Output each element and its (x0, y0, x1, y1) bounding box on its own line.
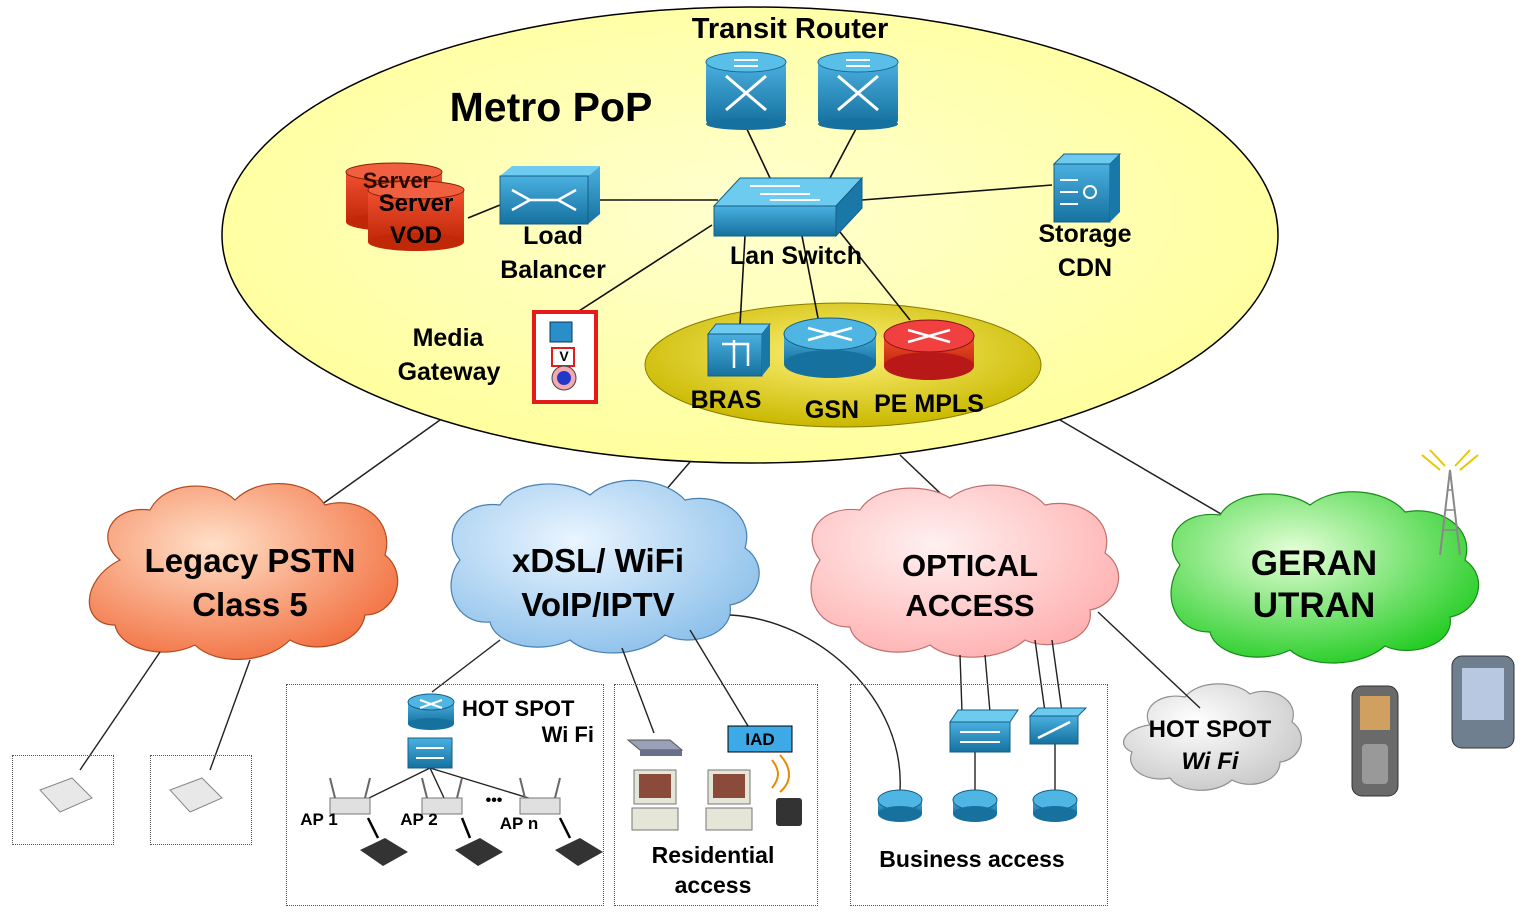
load-balancer-icon (499, 166, 600, 225)
xdsl-label-1: xDSL/ WiFi (511, 542, 685, 579)
hotspot-switch-icon (407, 737, 453, 769)
hotspot-cloud-label-1: HOT SPOT (1148, 716, 1272, 743)
iad-box (727, 725, 793, 753)
pe-mpls-router-icon (883, 319, 975, 380)
media-gateway-label-2: Gateway (397, 358, 501, 386)
hotspot-cloud-label-2: Wi Fi (1181, 748, 1239, 775)
iad-label: IAD (745, 730, 775, 749)
storage-cdn-icon (1052, 153, 1122, 223)
media-gateway-v-label: V (559, 348, 569, 364)
residential-access-box (614, 684, 818, 906)
media-gateway-icon (532, 310, 598, 404)
residential-label-2: access (674, 872, 752, 898)
business-access-label: Business access (879, 846, 1065, 872)
hotspot-label-2: Wi Fi (541, 722, 594, 747)
residential-label-1: Residential (651, 842, 775, 868)
optical-cloud (810, 484, 1120, 658)
pe-mpls-label: PE MPLS (874, 390, 984, 418)
modem-icon (626, 739, 684, 756)
lan-switch-label: Lan Switch (730, 242, 862, 270)
server-front-label: Server (378, 190, 454, 217)
optical-label-1: OPTICAL (901, 548, 1039, 583)
ap2-label: AP 2 (400, 810, 438, 829)
optical-label-2: ACCESS (905, 588, 1035, 623)
vod-server-icon (345, 162, 465, 251)
transit-router-2-icon (817, 51, 899, 130)
media-gateway-label-1: Media (412, 324, 484, 352)
geran-cloud (1170, 491, 1480, 664)
xdsl-label-2: VoIP/IPTV (521, 586, 675, 623)
cell-tower-icon (1421, 449, 1479, 556)
phone-icon (771, 754, 802, 826)
gsn-label: GSN (804, 396, 860, 424)
server-back-label: Server (362, 168, 432, 193)
pstn-cloud (88, 482, 399, 661)
apn-label: AP n (499, 814, 539, 833)
storage-label-1: Storage (1038, 220, 1132, 248)
lan-switch-icon (712, 176, 864, 238)
pc-icons (631, 769, 753, 831)
business-switch-icon (949, 709, 1019, 753)
access-point-icons (329, 777, 561, 815)
legacy-phone-box-1 (12, 755, 114, 845)
access-lines (79, 611, 1201, 801)
ap-ellipsis-label: ••• (485, 792, 503, 809)
load-balancer-label-1: Load (523, 222, 583, 250)
hotspot-cloud (1123, 683, 1302, 791)
business-optical-icon (1028, 707, 1088, 745)
hotspot-router-icon (407, 693, 455, 730)
business-router-icons (877, 789, 1078, 822)
pstn-label-2: Class 5 (192, 586, 308, 623)
pstn-label-1: Legacy PSTN (144, 542, 356, 579)
gsn-router-icon (783, 317, 877, 378)
bras-label: BRAS (690, 386, 762, 414)
hotspot-label-1: HOT SPOT (462, 696, 575, 721)
legacy-phone-box-2 (150, 755, 252, 845)
geran-label-2: UTRAN (1252, 586, 1376, 625)
wifi-laptop-icons (360, 817, 603, 866)
transit-router-1-icon (705, 51, 787, 130)
pda-icon (1451, 655, 1515, 749)
load-balancer-label-2: Balancer (500, 256, 606, 284)
legacy-phone-icons (39, 777, 223, 813)
storage-label-2: CDN (1057, 254, 1113, 282)
xdsl-cloud (450, 479, 760, 654)
bras-icon (706, 323, 772, 377)
metro-links (467, 124, 1053, 326)
metro-pop-title: Metro PoP (449, 84, 653, 130)
business-access-box (850, 684, 1108, 906)
hotspot-access-box (286, 684, 604, 906)
geran-label-1: GERAN (1250, 544, 1378, 583)
ap1-label: AP 1 (300, 810, 338, 829)
vod-label: VOD (389, 222, 442, 249)
transit-router-label: Transit Router (691, 13, 889, 45)
mobile-phone-icon (1351, 685, 1399, 797)
